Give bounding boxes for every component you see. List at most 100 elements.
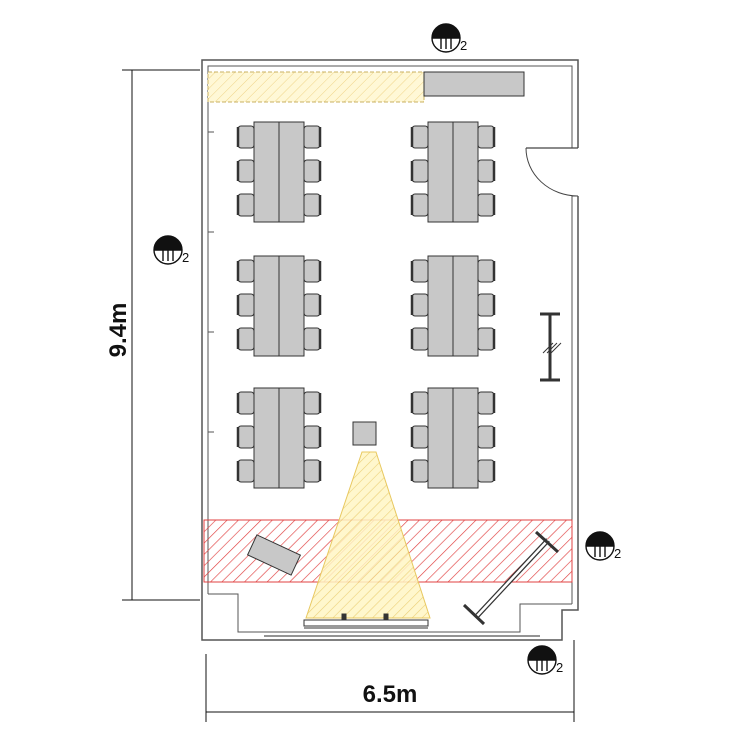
table xyxy=(253,121,280,223)
table-groups xyxy=(236,121,496,489)
width-dimension-label: 6.5m xyxy=(363,681,418,708)
outlet-half-fill xyxy=(432,24,460,38)
chair xyxy=(477,193,496,217)
dimension-lines xyxy=(122,69,575,722)
chair xyxy=(236,391,255,415)
projection-beam xyxy=(305,451,431,619)
chair xyxy=(477,159,496,183)
chair xyxy=(477,125,496,149)
chair-seat xyxy=(303,259,321,283)
table xyxy=(452,121,479,223)
table-group xyxy=(410,121,496,223)
chair xyxy=(410,425,429,449)
chair-seat xyxy=(237,159,255,183)
chair-seat xyxy=(303,159,321,183)
table xyxy=(427,387,454,489)
chair xyxy=(236,259,255,283)
table xyxy=(278,255,305,357)
chair-seat xyxy=(237,391,255,415)
chair xyxy=(410,193,429,217)
chair xyxy=(477,259,496,283)
chair-seat xyxy=(411,259,429,283)
chair-seat xyxy=(237,425,255,449)
chair xyxy=(236,459,255,483)
chair xyxy=(303,259,322,283)
chair-seat xyxy=(303,327,321,351)
chair xyxy=(303,193,322,217)
chair xyxy=(410,293,429,317)
chair-seat xyxy=(411,159,429,183)
outlet-subscript: 2 xyxy=(460,38,467,53)
chair xyxy=(236,159,255,183)
chair xyxy=(410,459,429,483)
counter-hatched xyxy=(207,71,425,103)
chair xyxy=(477,293,496,317)
outlet-subscript: 2 xyxy=(614,546,621,561)
chair-seat xyxy=(303,125,321,149)
table xyxy=(427,121,454,223)
bottom-recess xyxy=(208,593,572,633)
projection-screen xyxy=(303,613,429,629)
chair xyxy=(303,327,322,351)
chair xyxy=(410,125,429,149)
outlet-subscript: 2 xyxy=(556,660,563,675)
table-group xyxy=(410,255,496,357)
room-walls xyxy=(201,59,579,641)
chair-seat xyxy=(477,125,495,149)
outlet-marker: 2 xyxy=(585,531,621,561)
chair-seat xyxy=(237,259,255,283)
chair xyxy=(477,327,496,351)
chair-seat xyxy=(303,425,321,449)
table-group xyxy=(236,255,322,357)
chair-seat xyxy=(237,327,255,351)
chair xyxy=(477,391,496,415)
inner-wall xyxy=(207,65,573,594)
chair-seat xyxy=(237,459,255,483)
outlet-half-fill xyxy=(586,532,614,546)
podium xyxy=(246,534,302,576)
chair xyxy=(303,425,322,449)
outlet-marker: 2 xyxy=(153,235,189,265)
chair xyxy=(410,159,429,183)
table-group xyxy=(236,121,322,223)
table xyxy=(278,121,305,223)
projector xyxy=(352,421,377,446)
chair-seat xyxy=(237,193,255,217)
height-dimension-label: 9.4m xyxy=(105,303,132,358)
chair xyxy=(410,391,429,415)
chair-seat xyxy=(237,293,255,317)
chair-seat xyxy=(411,293,429,317)
chair-seat xyxy=(477,159,495,183)
chair-seat xyxy=(411,327,429,351)
chair-seat xyxy=(411,193,429,217)
table xyxy=(452,255,479,357)
table xyxy=(253,255,280,357)
chair-seat xyxy=(303,293,321,317)
door xyxy=(525,147,579,197)
outlet-marker: 2 xyxy=(527,645,563,675)
chair-seat xyxy=(411,425,429,449)
outlet-half-fill xyxy=(528,646,556,660)
chair-seat xyxy=(477,425,495,449)
chair xyxy=(303,391,322,415)
cabinet xyxy=(423,71,525,97)
chair-seat xyxy=(303,391,321,415)
chair-seat xyxy=(411,391,429,415)
chair xyxy=(410,259,429,283)
table xyxy=(278,387,305,489)
chair xyxy=(477,459,496,483)
chair-seat xyxy=(303,193,321,217)
chair-seat xyxy=(237,125,255,149)
outer-wall xyxy=(201,59,579,600)
outlet-subscript: 2 xyxy=(182,250,189,265)
table xyxy=(427,255,454,357)
chair-seat xyxy=(477,259,495,283)
outer-wall-right xyxy=(201,196,579,641)
chair-seat xyxy=(477,391,495,415)
chair-seat xyxy=(303,459,321,483)
outlet-half-fill xyxy=(154,236,182,250)
chair xyxy=(477,425,496,449)
table xyxy=(253,387,280,489)
table-group xyxy=(236,387,322,489)
